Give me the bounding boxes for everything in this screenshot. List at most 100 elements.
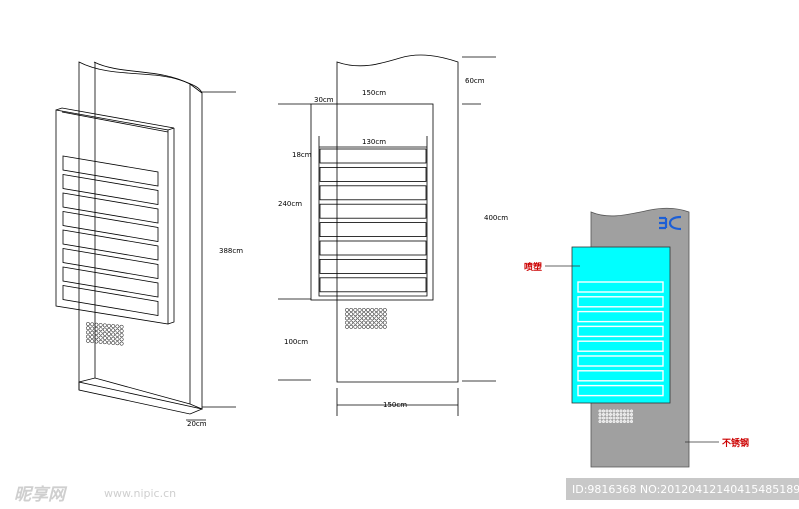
- elevation-slot: [319, 166, 427, 182]
- rendering-grid-hole: [629, 409, 634, 413]
- elevation-grid-hole: [349, 308, 354, 312]
- dim-inner-width: 130cm: [362, 138, 386, 146]
- elevation-grid-hole: [378, 308, 383, 312]
- perspective-grid-hole: [107, 332, 111, 337]
- rendering-grid-hole: [615, 419, 620, 424]
- perspective-grid-hole: [107, 340, 111, 345]
- dim-top-width: 150cm: [362, 89, 386, 97]
- rendering-grid-hole: [615, 409, 620, 413]
- elevation-slot: [319, 277, 427, 293]
- rendering-grid-hole: [601, 419, 606, 424]
- perspective-slot: [62, 174, 159, 205]
- elevation-grid-hole: [361, 316, 366, 321]
- elevation-grid-hole: [361, 312, 366, 317]
- perspective-grid-hole: [111, 336, 116, 341]
- elevation-grid-hole: [353, 324, 358, 329]
- elevation-slot: [319, 185, 427, 201]
- dim-bottom-width: 150cm: [383, 401, 407, 409]
- perspective-grid-hole: [86, 338, 90, 343]
- label-body-material: 不锈钢: [722, 437, 749, 449]
- watermark-image-id: ID:9816368 NO:20120412140415485189: [572, 483, 799, 496]
- label-panel-material: 喷塑: [524, 261, 542, 273]
- watermark: 昵享网 www.nipic.cn ID:9816368 NO:201204121…: [14, 478, 799, 505]
- perspective-grid-hole: [90, 326, 95, 331]
- perspective-grid-hole: [98, 335, 103, 340]
- elevation-slot: [319, 203, 427, 219]
- rendering-grid-hole: [601, 412, 606, 417]
- perspective-grid-hole: [94, 322, 99, 327]
- rendering-grid-hole: [629, 412, 634, 417]
- elevation-grid-hole: [378, 316, 383, 321]
- elevation-slots: [319, 148, 427, 293]
- rendering-grid-hole: [619, 419, 623, 424]
- dim-side-height: 388cm: [219, 247, 243, 255]
- elevation-grid-hole: [353, 312, 358, 317]
- elevation-grid-hole: [353, 308, 358, 312]
- perspective-side-face: [93, 61, 191, 404]
- rendering-grid-hole: [612, 419, 616, 424]
- watermark-url: www.nipic.cn: [104, 487, 176, 500]
- rendering-grid-hole: [608, 409, 613, 413]
- perspective-grid-hole: [90, 335, 95, 339]
- elevation-grid-hole: [357, 316, 362, 321]
- elevation-grid-hole: [370, 324, 375, 329]
- elevation-grid-hole: [353, 316, 358, 321]
- elevation-grid-hole: [374, 316, 379, 321]
- perspective-grid-hole: [111, 324, 116, 329]
- perspective-grid-hole: [94, 326, 99, 331]
- rendering-grid-hole: [622, 419, 627, 424]
- dim-slot-height: 18cm: [292, 151, 312, 159]
- perspective-slot: [62, 285, 159, 316]
- dim-panel-height: 240cm: [278, 200, 302, 208]
- rendering-grid-hole: [619, 416, 623, 420]
- perspective-grid-hole: [102, 336, 107, 340]
- perspective-grid-hole: [102, 331, 107, 336]
- perspective-grid-hole: [115, 341, 120, 346]
- elevation-grid-hole: [370, 312, 375, 317]
- elevation-grid-hole: [353, 320, 358, 325]
- elevation-grid-hole: [361, 320, 366, 325]
- watermark-logo: 昵享网: [14, 485, 68, 505]
- elevation-grid-hole: [357, 308, 362, 312]
- rendering-grid-hole: [615, 412, 620, 417]
- color-rendering: [545, 207, 719, 468]
- elevation-grid-hole: [366, 324, 370, 329]
- rendering-slots: [577, 281, 664, 397]
- dim-bottom-height: 100cm: [284, 338, 308, 346]
- dim-depth: 20cm: [187, 420, 207, 428]
- elevation-slot: [319, 148, 427, 164]
- elevation-grid-hole: [357, 312, 362, 317]
- elevation-grid-hole: [378, 320, 383, 325]
- perspective-grid-hole: [90, 339, 95, 344]
- rendering-grid-hole: [626, 409, 630, 413]
- perspective-grid-hole: [98, 327, 103, 332]
- elevation-grid-hole: [366, 312, 370, 317]
- front-elevation: [278, 54, 496, 416]
- perspective-grid-hole: [86, 330, 90, 335]
- perspective-slots: [62, 155, 159, 316]
- perspective-grid-hole: [86, 326, 90, 331]
- elevation-grid-hole: [361, 308, 366, 312]
- perspective-panel-board: [55, 109, 169, 325]
- rendering-grid-hole: [619, 409, 623, 413]
- dim-panel-inset: 30cm: [314, 96, 334, 104]
- rendering-slot: [577, 325, 664, 338]
- rendering-grid-hole: [608, 412, 613, 417]
- elevation-grid-hole: [382, 312, 387, 317]
- perspective-grid-hole: [115, 337, 120, 341]
- elevation-perforated-grid: [345, 308, 387, 329]
- perspective-grid-hole: [102, 340, 107, 345]
- rendering-grid-hole: [629, 416, 634, 420]
- rendering-grid-hole: [622, 416, 627, 420]
- rendering-grid-hole: [626, 419, 630, 424]
- elevation-body: [336, 54, 459, 383]
- perspective-grid-hole: [98, 331, 103, 336]
- rendering-grid-hole: [622, 412, 627, 417]
- perspective-grid-hole: [111, 332, 116, 337]
- perspective-grid-hole: [98, 339, 103, 344]
- elevation-grid-hole: [382, 320, 387, 325]
- elevation-grid-hole: [345, 320, 349, 325]
- perspective-slot: [62, 248, 159, 279]
- elevation-grid-hole: [370, 320, 375, 325]
- rendering-grid-hole: [605, 412, 609, 417]
